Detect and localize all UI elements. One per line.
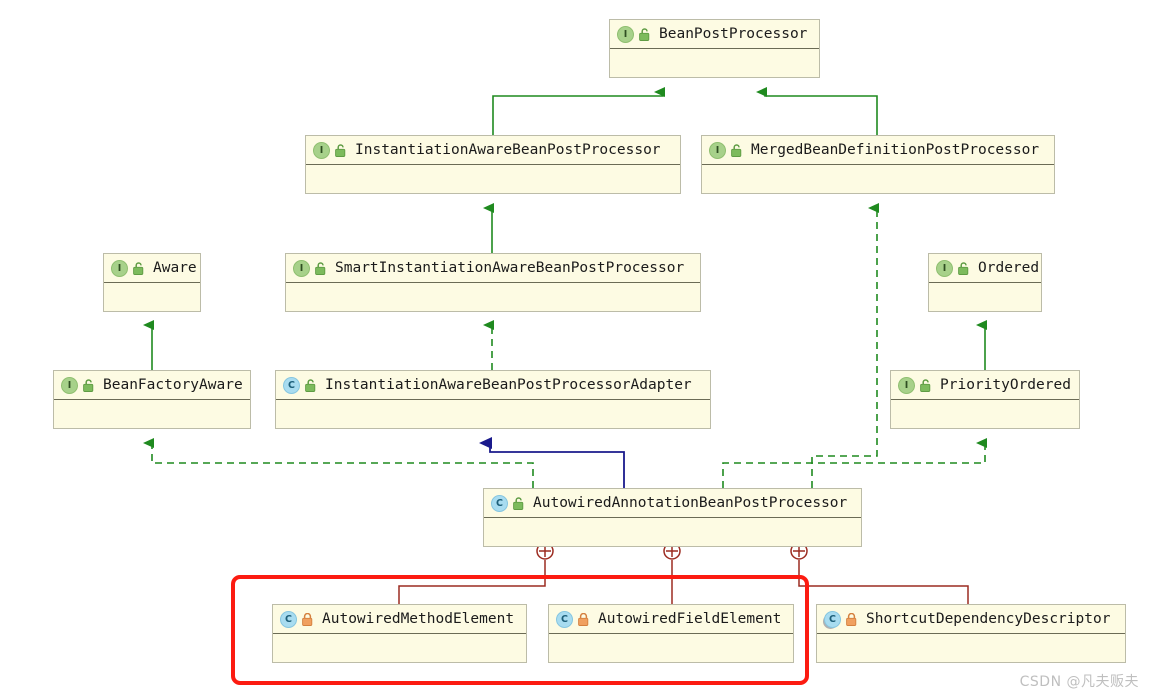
uml-node-AutowiredAnnotationBeanPostProcessor[interactable]: C AutowiredAnnotationBeanPostProcessor	[483, 488, 862, 547]
class-inner-icon: C	[824, 610, 841, 628]
uml-node-members	[54, 400, 250, 428]
unlocked-icon	[958, 261, 969, 275]
uml-node-header: I BeanPostProcessor	[610, 20, 819, 49]
unlocked-icon	[133, 261, 144, 275]
uml-node-header: C AutowiredAnnotationBeanPostProcessor	[484, 489, 861, 518]
uml-node-members	[817, 634, 1125, 662]
uml-node-title: ShortcutDependencyDescriptor	[866, 611, 1111, 627]
interface-icon: I	[709, 141, 726, 159]
interface-icon: I	[936, 259, 953, 277]
uml-node-header: C ShortcutDependencyDescriptor	[817, 605, 1125, 634]
class-icon: C	[556, 610, 573, 628]
uml-node-AutowiredMethodElement[interactable]: C AutowiredMethodElement	[272, 604, 527, 663]
interface-icon: I	[293, 259, 310, 277]
uml-node-title: AutowiredFieldElement	[598, 611, 782, 627]
interface-icon: I	[111, 259, 128, 277]
unlocked-icon	[513, 496, 524, 510]
uml-node-MergedBeanDefinitionPostProcessor[interactable]: I MergedBeanDefinitionPostProcessor	[701, 135, 1055, 194]
uml-node-title: SmartInstantiationAwareBeanPostProcessor	[335, 260, 685, 276]
highlight-rectangle	[231, 575, 809, 685]
unlocked-icon	[335, 143, 346, 157]
uml-node-title: Aware	[153, 260, 197, 276]
uml-node-Aware[interactable]: I Aware	[103, 253, 201, 312]
watermark-text: CSDN @凡夫贩夫	[1019, 674, 1139, 690]
uml-node-PriorityOrdered[interactable]: I PriorityOrdered	[890, 370, 1080, 429]
uml-node-members	[104, 283, 200, 311]
uml-node-header: I Aware	[104, 254, 200, 283]
uml-node-title: PriorityOrdered	[940, 377, 1071, 393]
uml-node-members	[610, 49, 819, 77]
uml-node-Ordered[interactable]: I Ordered	[928, 253, 1042, 312]
uml-node-members	[702, 165, 1054, 193]
interface-icon: I	[61, 376, 78, 394]
uml-node-title: MergedBeanDefinitionPostProcessor	[751, 142, 1040, 158]
uml-node-members	[286, 283, 700, 311]
uml-node-InstantiationAwareBeanPostProcessor[interactable]: I InstantiationAwareBeanPostProcessor	[305, 135, 681, 194]
uml-node-header: I SmartInstantiationAwareBeanPostProcesso…	[286, 254, 700, 283]
class-icon: C	[491, 494, 508, 512]
uml-node-header: C InstantiationAwareBeanPostProcessorAdap…	[276, 371, 710, 400]
uml-node-title: AutowiredMethodElement	[322, 611, 515, 627]
uml-node-title: BeanFactoryAware	[103, 377, 243, 393]
uml-node-title: BeanPostProcessor	[659, 26, 808, 42]
locked-icon	[302, 612, 313, 626]
interface-icon: I	[898, 376, 915, 394]
uml-node-members	[484, 518, 861, 546]
unlocked-icon	[305, 378, 316, 392]
uml-node-header: I InstantiationAwareBeanPostProcessor	[306, 136, 680, 165]
unlocked-icon	[639, 27, 650, 41]
uml-node-InstantiationAwareBeanPostProcessorAdapter[interactable]: C InstantiationAwareBeanPostProcessorAdap…	[275, 370, 711, 429]
uml-node-header: I MergedBeanDefinitionPostProcessor	[702, 136, 1054, 165]
uml-node-ShortcutDependencyDescriptor[interactable]: C ShortcutDependencyDescriptor	[816, 604, 1126, 663]
uml-node-members	[891, 400, 1079, 428]
uml-node-header: C AutowiredMethodElement	[273, 605, 526, 634]
unlocked-icon	[315, 261, 326, 275]
uml-node-title: AutowiredAnnotationBeanPostProcessor	[533, 495, 848, 511]
uml-node-members	[306, 165, 680, 193]
edge-autowiredannotation-to-priorityordered	[722, 438, 987, 488]
unlocked-icon	[920, 378, 931, 392]
uml-node-members	[929, 283, 1041, 311]
unlocked-icon	[83, 378, 94, 392]
edge-autowiredannotation-to-mergedbeandefinition	[811, 203, 879, 488]
edge-instantiationaware-to-beanpostprocessor	[492, 87, 665, 135]
unlocked-icon	[731, 143, 742, 157]
uml-node-title: Ordered	[978, 260, 1040, 276]
edge-autowiredannotation-to-adapter	[479, 437, 625, 488]
interface-icon: I	[313, 141, 330, 159]
uml-node-title: InstantiationAwareBeanPostProcessor	[355, 142, 661, 158]
uml-node-members	[276, 400, 710, 428]
class-icon: C	[283, 376, 300, 394]
class-icon: C	[280, 610, 297, 628]
edge-autowiredannotation-to-beanfactoryaware	[143, 438, 534, 488]
interface-icon: I	[617, 25, 634, 43]
locked-icon	[846, 612, 857, 626]
uml-node-header: C AutowiredFieldElement	[549, 605, 793, 634]
uml-node-title: InstantiationAwareBeanPostProcessorAdapt…	[325, 377, 692, 393]
uml-node-SmartInstantiationAwareBeanPostProcessor[interactable]: I SmartInstantiationAwareBeanPostProcesso…	[285, 253, 701, 312]
locked-icon	[578, 612, 589, 626]
uml-node-BeanPostProcessor[interactable]: I BeanPostProcessor	[609, 19, 820, 78]
uml-node-AutowiredFieldElement[interactable]: C AutowiredFieldElement	[548, 604, 794, 663]
uml-node-BeanFactoryAware[interactable]: I BeanFactoryAware	[53, 370, 251, 429]
edge-mergedbeandefinition-to-beanpostprocessor	[756, 87, 878, 135]
uml-node-header: I Ordered	[929, 254, 1041, 283]
uml-node-header: I BeanFactoryAware	[54, 371, 250, 400]
uml-node-header: I PriorityOrdered	[891, 371, 1079, 400]
